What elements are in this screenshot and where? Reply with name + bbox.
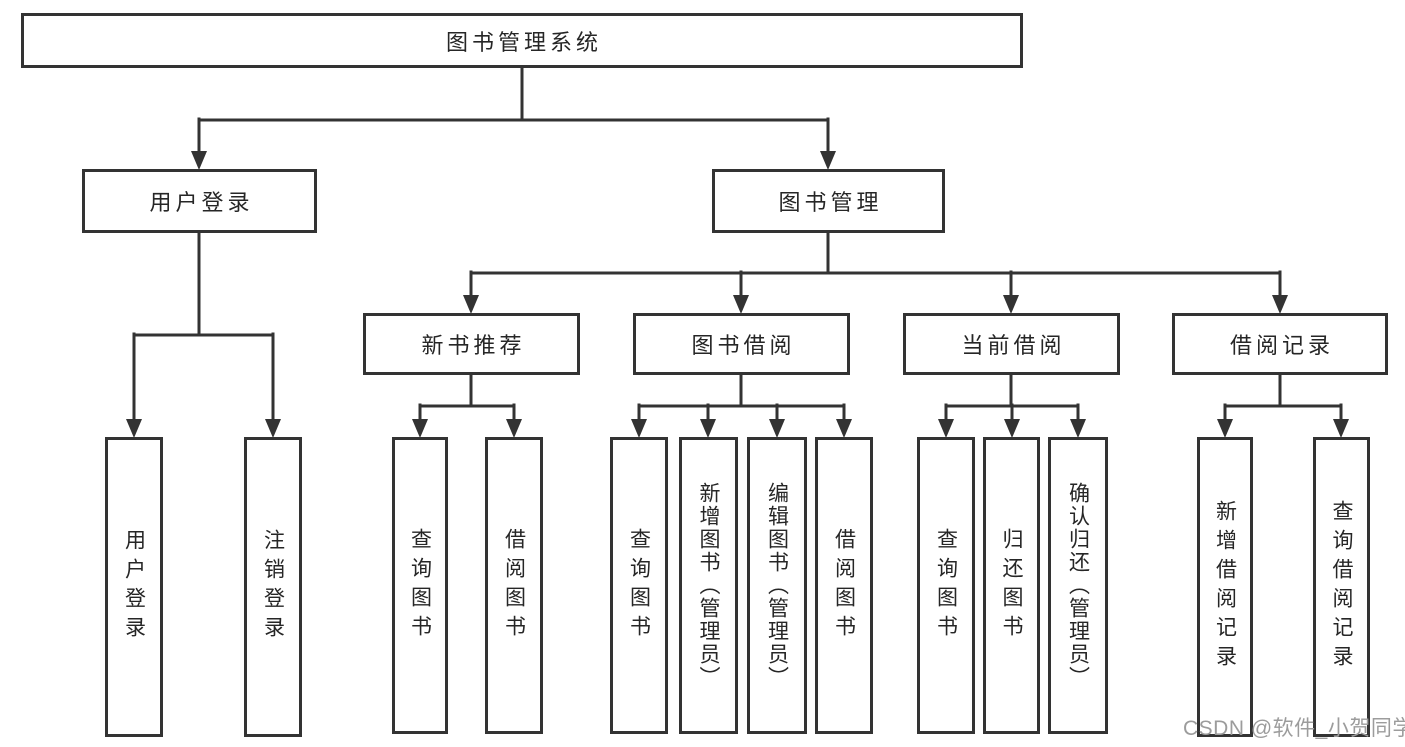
node-borrow-records: 借阅记录 bbox=[1172, 313, 1388, 375]
node-root-system: 图书管理系统 bbox=[21, 13, 1023, 68]
leaf-borrow-query-books: 查询图书 bbox=[610, 437, 668, 734]
node-current-borrow: 当前借阅 bbox=[903, 313, 1120, 375]
leaf-recommend-borrow-books: 借阅图书 bbox=[485, 437, 543, 734]
node-book-borrow: 图书借阅 bbox=[633, 313, 850, 375]
node-book-management: 图书管理 bbox=[712, 169, 945, 233]
node-new-book-recommend: 新书推荐 bbox=[363, 313, 580, 375]
leaf-return-books: 归还图书 bbox=[983, 437, 1040, 734]
leaf-confirm-return-admin: 确认归还（管理员） bbox=[1048, 437, 1108, 734]
csdn-watermark: CSDN @软件_小贺同学 bbox=[1183, 717, 1405, 740]
leaf-add-borrow-record: 新增借阅记录 bbox=[1197, 437, 1253, 737]
leaf-recommend-query-books: 查询图书 bbox=[392, 437, 448, 734]
leaf-borrow-books: 借阅图书 bbox=[815, 437, 873, 734]
node-user-login: 用户登录 bbox=[82, 169, 317, 233]
leaf-logout: 注销登录 bbox=[244, 437, 302, 737]
leaf-current-query-books: 查询图书 bbox=[917, 437, 975, 734]
leaf-query-borrow-record: 查询借阅记录 bbox=[1313, 437, 1370, 737]
leaf-user-login: 用户登录 bbox=[105, 437, 163, 737]
leaf-edit-books-admin: 编辑图书（管理员） bbox=[747, 437, 807, 734]
leaf-add-books-admin: 新增图书（管理员） bbox=[679, 437, 738, 734]
